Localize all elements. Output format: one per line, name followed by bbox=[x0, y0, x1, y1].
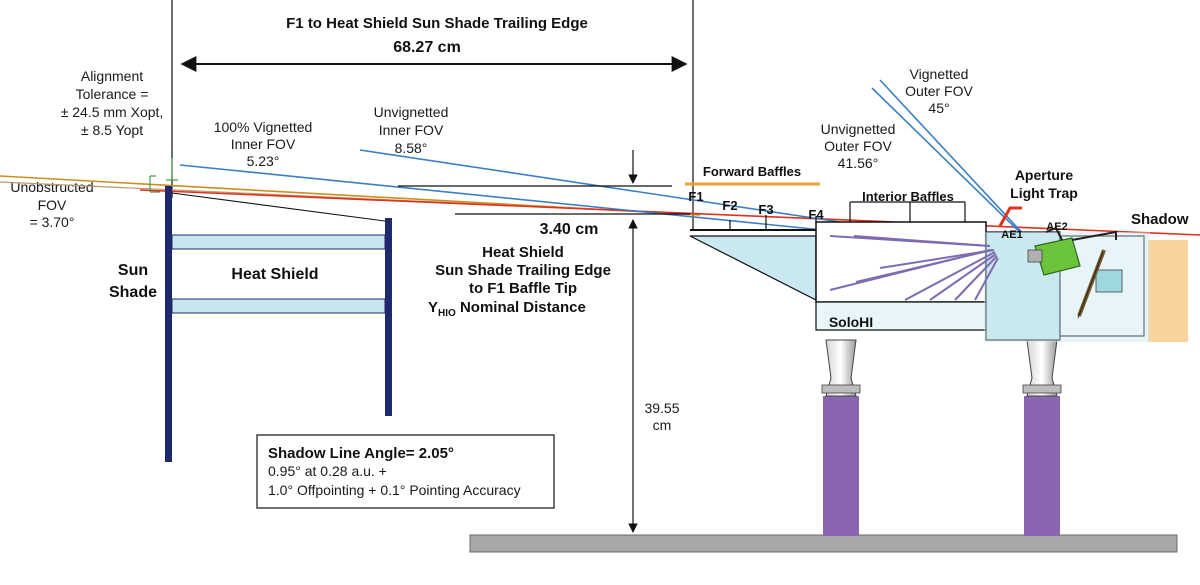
alignment-tolerance-label: Alignment Tolerance = ± 24.5 mm Xopt, ± … bbox=[61, 68, 164, 138]
ground-plate bbox=[469, 534, 1178, 553]
shadow-region-block bbox=[1148, 240, 1188, 342]
forward-baffles-label: Forward Baffles bbox=[703, 164, 801, 179]
ae2-label: AE2 bbox=[1046, 221, 1067, 233]
svg-text:Vignetted: Vignetted bbox=[910, 66, 969, 82]
solohi-instrument bbox=[689, 201, 1150, 342]
svg-text:Aperture: Aperture bbox=[1015, 167, 1074, 183]
heat-shield-label: Heat Shield bbox=[231, 266, 318, 283]
svg-text:cm: cm bbox=[653, 417, 672, 433]
support-post-left bbox=[821, 339, 861, 536]
svg-text:Sun Shade Trailing Edge: Sun Shade Trailing Edge bbox=[435, 262, 611, 279]
svg-text:8.58°: 8.58° bbox=[395, 140, 428, 156]
baffle-f2-label: F2 bbox=[722, 198, 737, 213]
top-dimension-title: F1 to Heat Shield Sun Shade Trailing Edg… bbox=[286, 15, 588, 32]
svg-text:Outer FOV: Outer FOV bbox=[905, 83, 973, 99]
svg-text:± 8.5 Yopt: ± 8.5 Yopt bbox=[81, 122, 143, 138]
svg-text:Light Trap: Light Trap bbox=[1010, 185, 1078, 201]
svg-text:Inner FOV: Inner FOV bbox=[231, 136, 296, 152]
svg-text:Tolerance =: Tolerance = bbox=[76, 86, 149, 102]
top-dimension-value: 68.27 cm bbox=[393, 39, 461, 56]
height-label: 39.55 cm bbox=[644, 400, 679, 433]
aperture-light-trap-label: Aperture Light Trap bbox=[1010, 167, 1078, 201]
solohi-label: SoloHI bbox=[829, 314, 873, 330]
sun-shade-label: Sun Shade bbox=[109, 262, 157, 301]
shadow-box-line2: 1.0° Offpointing + 0.1° Pointing Accurac… bbox=[268, 482, 521, 498]
shadow-line-box: Shadow Line Angle= 2.05° 0.95° at 0.28 a… bbox=[256, 434, 555, 509]
vignetted-outer-fov-ray bbox=[871, 87, 1041, 253]
svg-text:Unobstructed: Unobstructed bbox=[10, 179, 93, 195]
svg-text:Alignment: Alignment bbox=[81, 68, 143, 84]
svg-text:41.56°: 41.56° bbox=[838, 155, 879, 171]
shadow-box-title: Shadow Line Angle= 2.05° bbox=[268, 445, 454, 462]
yhio-label: Heat Shield Sun Shade Trailing Edge to F… bbox=[428, 244, 611, 319]
aperture-light-trap bbox=[998, 206, 1022, 227]
offset-value: 3.40 cm bbox=[540, 221, 599, 238]
svg-text:to F1 Baffle Tip: to F1 Baffle Tip bbox=[469, 280, 577, 297]
unvignetted-outer-fov-label: Unvignetted Outer FOV 41.56° bbox=[821, 121, 896, 171]
svg-text:100% Vignetted: 100% Vignetted bbox=[214, 119, 313, 135]
svg-text:= 3.70°: = 3.70° bbox=[30, 214, 75, 230]
svg-text:5.23°: 5.23° bbox=[247, 153, 280, 169]
unvignetted-outer-fov-ray bbox=[879, 79, 1041, 253]
support-post-right bbox=[1022, 339, 1062, 536]
svg-text:45°: 45° bbox=[928, 100, 949, 116]
svg-text:39.55: 39.55 bbox=[644, 400, 679, 416]
vignetted-outer-fov-label: Vignetted Outer FOV 45° bbox=[905, 66, 973, 116]
shadow-line bbox=[139, 189, 1200, 236]
svg-text:Inner FOV: Inner FOV bbox=[379, 122, 444, 138]
ae1-label: AE1 bbox=[1001, 229, 1022, 241]
unobstructed-fov-label: Unobstructed FOV = 3.70° bbox=[10, 179, 93, 230]
svg-text:Heat Shield: Heat Shield bbox=[482, 244, 564, 261]
svg-text:Sun: Sun bbox=[118, 262, 148, 279]
svg-text:Unvignetted: Unvignetted bbox=[374, 104, 449, 120]
svg-text:± 24.5 mm Xopt,: ± 24.5 mm Xopt, bbox=[61, 104, 164, 120]
interior-baffles-label: Interior Baffles bbox=[862, 189, 954, 204]
baffle-f3-label: F3 bbox=[758, 202, 773, 217]
shadow-label: Shadow bbox=[1131, 211, 1189, 228]
baffle-f1-label: F1 bbox=[688, 189, 703, 204]
svg-text:Unvignetted: Unvignetted bbox=[821, 121, 896, 137]
shadow-box-line1: 0.95° at 0.28 a.u. + bbox=[268, 463, 387, 479]
vignetted-inner-fov-label: 100% Vignetted Inner FOV 5.23° bbox=[214, 119, 313, 169]
sun-shade-structure bbox=[149, 158, 393, 462]
baffle-f4-label: F4 bbox=[808, 207, 824, 222]
svg-text:Outer FOV: Outer FOV bbox=[824, 138, 892, 154]
svg-text:Shade: Shade bbox=[109, 284, 157, 301]
svg-text:FOV: FOV bbox=[38, 197, 67, 213]
unvignetted-inner-fov-label: Unvignetted Inner FOV 8.58° bbox=[374, 104, 449, 156]
svg-text:YHIO Nominal Distance: YHIO Nominal Distance bbox=[428, 299, 586, 319]
